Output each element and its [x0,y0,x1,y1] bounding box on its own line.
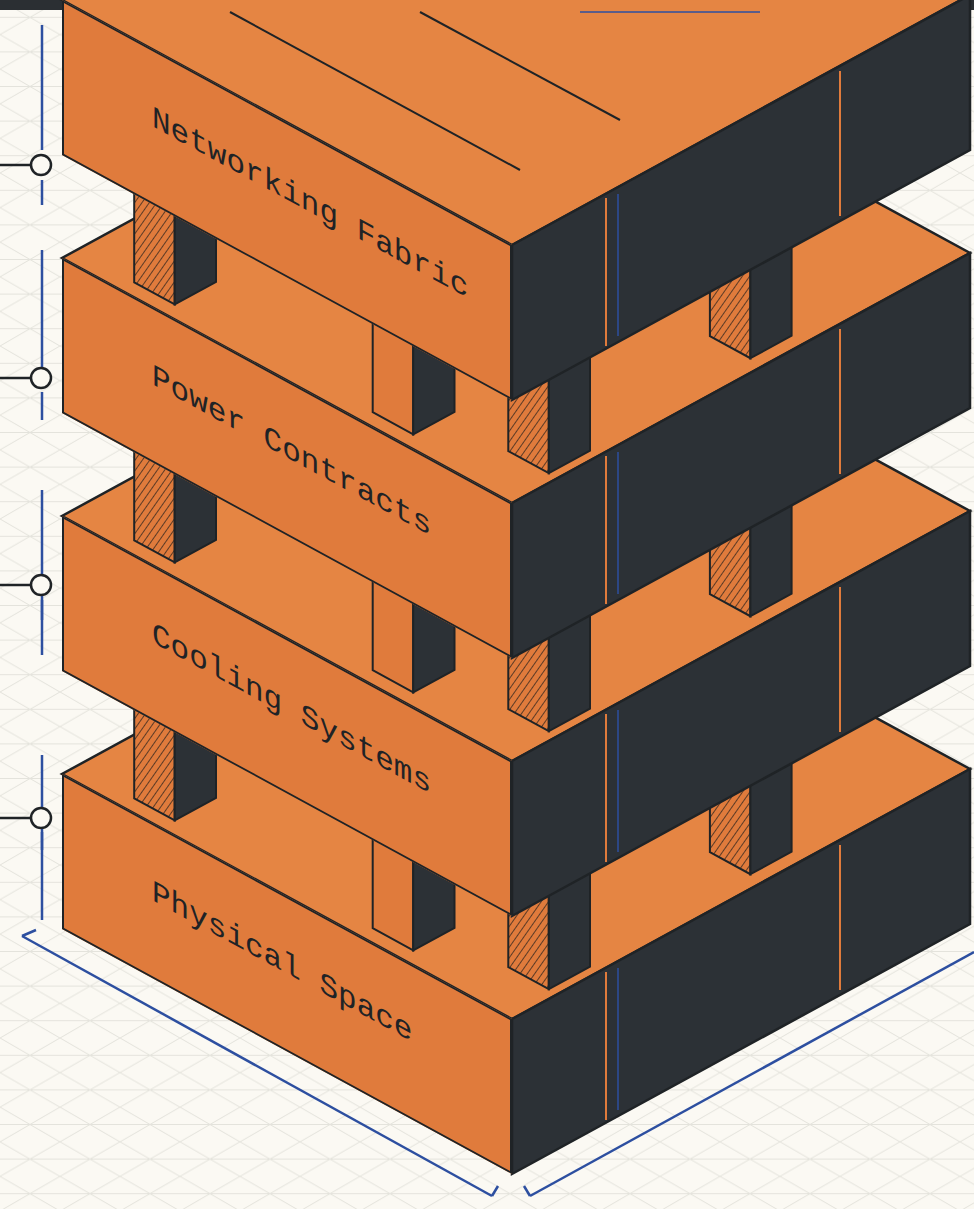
layer-label: Cooling Systems [152,617,500,841]
stack-blocks [62,0,970,1174]
layer-label: Power Contracts [152,359,500,583]
layer-label: Physical Space [152,875,500,1099]
bracket-nodes [0,155,51,828]
layer-label: Networking Fabric [152,101,500,325]
